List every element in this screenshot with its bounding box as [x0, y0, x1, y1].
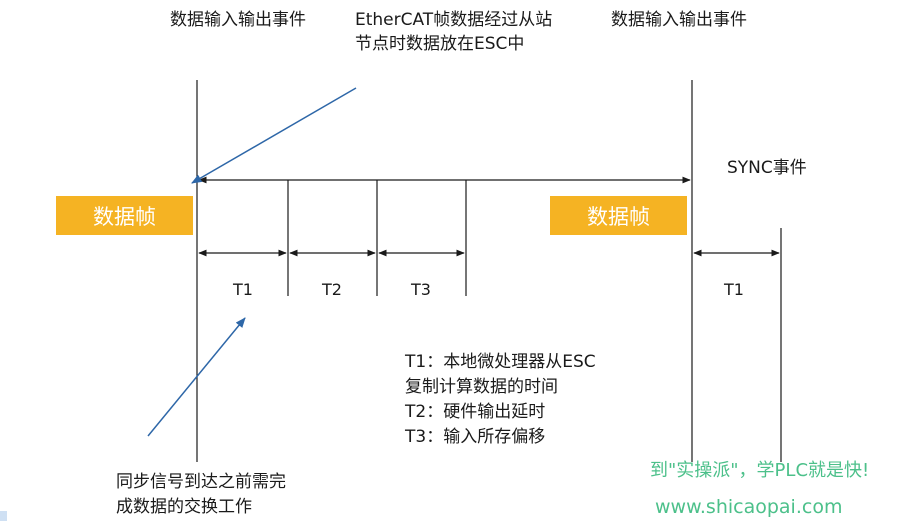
- legend-line-1: T1：本地微处理器从ESC: [405, 352, 596, 372]
- sync-event-label: SYNC事件: [727, 158, 807, 178]
- t1-label: T1: [233, 280, 253, 299]
- sync-note-line-2: 成数据的交换工作: [116, 497, 252, 517]
- esc-annotation-arrow: [191, 87, 357, 184]
- legend-line-3: T2：硬件输出延时: [405, 402, 546, 422]
- legend-line-2: 复制计算数据的时间: [405, 377, 558, 397]
- data-frame-right: 数据帧: [550, 196, 687, 235]
- edge-mark: [0, 511, 7, 521]
- sync-note-line-1: 同步信号到达之前需完: [116, 472, 286, 492]
- right-event-label: 数据输入输出事件: [611, 10, 747, 30]
- watermark-url: www.shicaopai.com: [655, 496, 843, 518]
- legend-line-4: T3：输入所存偏移: [405, 427, 546, 447]
- t3-label: T3: [411, 280, 431, 299]
- ecat-frame-label-line2: 节点时数据放在ESC中: [355, 34, 525, 54]
- right-t1-label: T1: [724, 280, 744, 299]
- watermark-slogan: 到"实操派"，学PLC就是快!: [650, 460, 870, 481]
- sync-note-arrow: [147, 317, 246, 437]
- left-event-label: 数据输入输出事件: [170, 10, 306, 30]
- t2-label: T2: [322, 280, 342, 299]
- data-frame-left: 数据帧: [56, 196, 193, 235]
- ecat-frame-label-line1: EtherCAT帧数据经过从站: [355, 10, 553, 30]
